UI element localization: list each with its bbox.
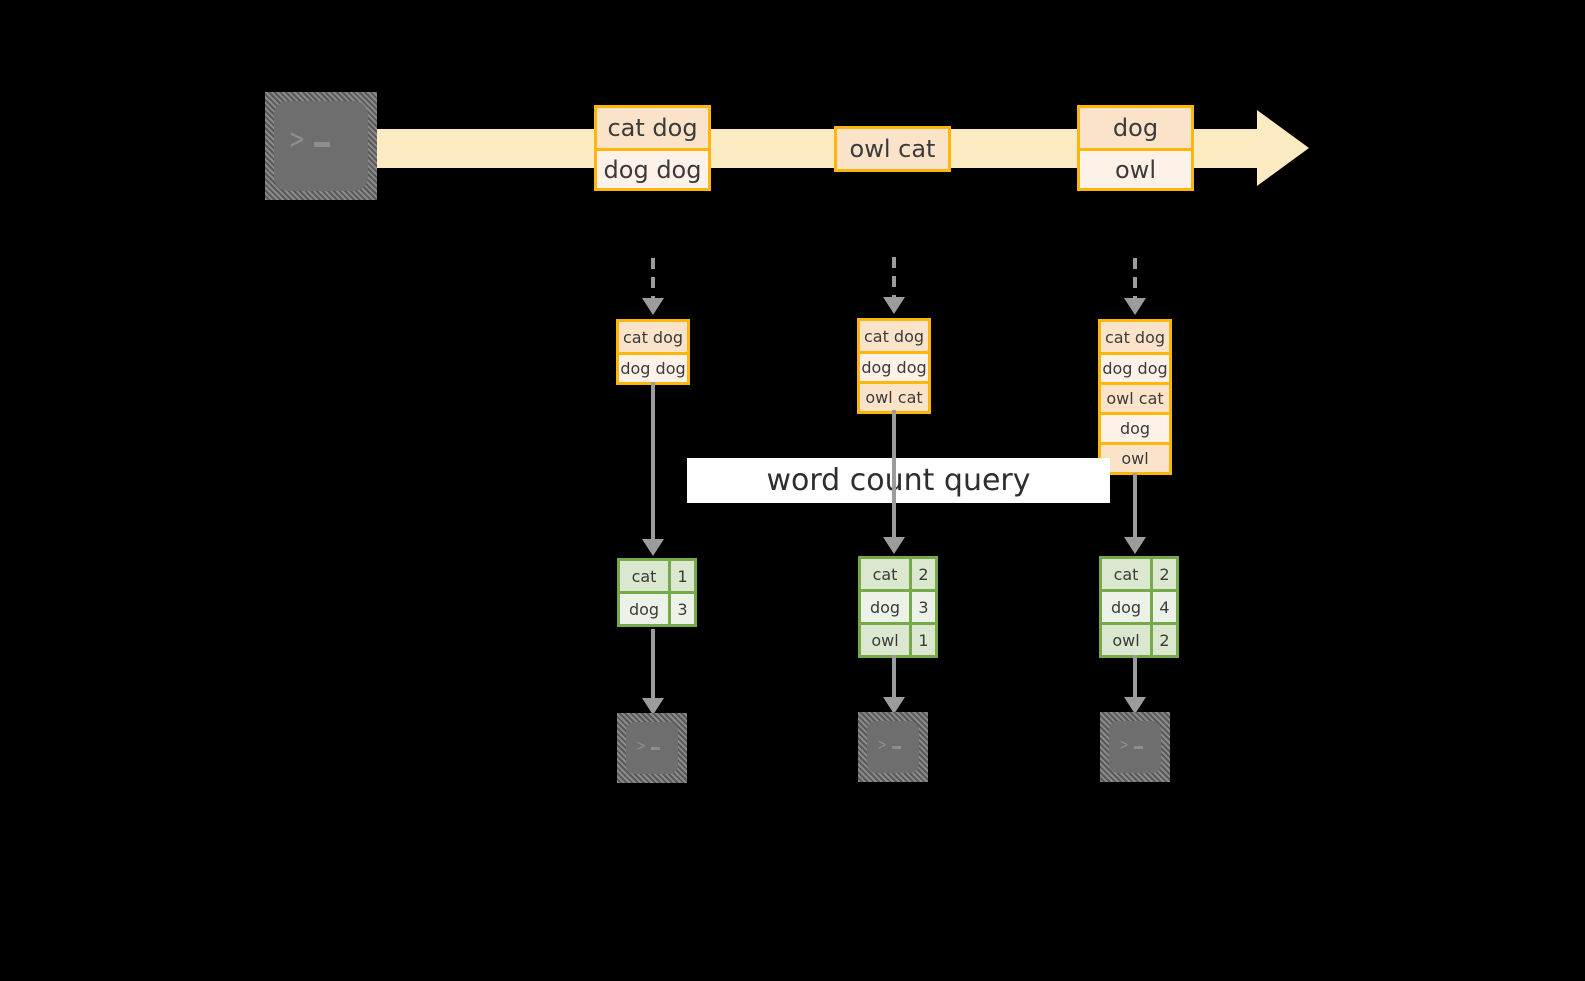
record-row: cat dog: [597, 108, 708, 148]
result-table-1: cat 1 dog 3: [617, 558, 697, 627]
result-count: 4: [1150, 592, 1176, 622]
table-row: owl 1: [861, 622, 935, 655]
terminal-prompt-glyph: >: [288, 125, 331, 155]
result-table-3: cat 2 dog 4 owl 2: [1099, 556, 1179, 658]
snapshot-stack-2: cat dog dog dog owl cat: [857, 318, 931, 414]
query-arrowhead-2: [883, 537, 905, 554]
table-row: dog 4: [1102, 589, 1176, 622]
record-row: dog dog: [619, 352, 687, 382]
record-row: owl cat: [837, 129, 948, 169]
query-label: word count query: [687, 458, 1110, 503]
snapshot-trigger-line-1: [651, 258, 655, 300]
result-count: 1: [909, 625, 935, 655]
terminal-prompt-glyph: >: [877, 737, 901, 754]
terminal-prompt-glyph: >: [636, 738, 660, 755]
stream-batch-3: dog owl: [1077, 105, 1194, 191]
result-word: owl: [1102, 625, 1150, 655]
source-terminal-icon: >: [265, 92, 377, 200]
terminal-body: >: [1109, 721, 1161, 773]
record-row: dog: [1080, 108, 1191, 148]
table-row: owl 2: [1102, 622, 1176, 655]
snapshot-trigger-arrowhead-3: [1124, 298, 1146, 315]
result-count: 3: [668, 594, 694, 624]
sink-arrowhead-3: [1124, 697, 1146, 714]
result-word: dog: [1102, 592, 1150, 622]
table-row: dog 3: [861, 589, 935, 622]
record-row: owl: [1080, 148, 1191, 188]
sink-arrowhead-2: [883, 697, 905, 714]
record-row: owl cat: [1101, 382, 1169, 412]
query-line-3: [1133, 473, 1137, 540]
record-row: owl cat: [860, 381, 928, 411]
sink-line-2: [892, 655, 896, 701]
terminal-body: >: [274, 101, 368, 191]
snapshot-trigger-arrowhead-1: [642, 298, 664, 315]
result-count: 2: [1150, 559, 1176, 589]
record-row: dog: [1101, 412, 1169, 442]
query-line-2: [892, 410, 896, 540]
result-count: 1: [668, 561, 694, 591]
result-word: dog: [620, 594, 668, 624]
table-row: cat 1: [620, 561, 694, 591]
sink-terminal-icon-1: >: [617, 713, 687, 783]
terminal-body: >: [867, 721, 919, 773]
terminal-body: >: [626, 722, 678, 774]
record-row: dog dog: [1101, 352, 1169, 382]
query-arrowhead-1: [642, 539, 664, 556]
result-word: cat: [1102, 559, 1150, 589]
snapshot-trigger-line-2: [892, 257, 896, 299]
sink-arrowhead-1: [642, 698, 664, 715]
stream-batch-2: owl cat: [834, 126, 951, 172]
record-row: cat dog: [1101, 322, 1169, 352]
snapshot-trigger-line-3: [1133, 258, 1137, 300]
stream-arrowhead-icon: [1257, 110, 1309, 186]
record-row: owl: [1101, 442, 1169, 472]
record-row: dog dog: [860, 351, 928, 381]
result-word: cat: [620, 561, 668, 591]
record-row: dog dog: [597, 148, 708, 188]
snapshot-stack-3: cat dog dog dog owl cat dog owl: [1098, 319, 1172, 475]
result-count: 2: [1150, 625, 1176, 655]
sink-terminal-icon-2: >: [858, 712, 928, 782]
record-row: cat dog: [619, 322, 687, 352]
sink-terminal-icon-3: >: [1100, 712, 1170, 782]
query-arrowhead-3: [1124, 537, 1146, 554]
record-row: cat dog: [860, 321, 928, 351]
result-word: cat: [861, 559, 909, 589]
snapshot-trigger-arrowhead-2: [883, 297, 905, 314]
query-line-1: [651, 382, 655, 542]
sink-line-1: [651, 629, 655, 701]
snapshot-stack-1: cat dog dog dog: [616, 319, 690, 385]
result-table-2: cat 2 dog 3 owl 1: [858, 556, 938, 658]
stream-batch-1: cat dog dog dog: [594, 105, 711, 191]
terminal-prompt-glyph: >: [1119, 737, 1143, 754]
result-count: 2: [909, 559, 935, 589]
table-row: cat 2: [861, 559, 935, 589]
result-word: owl: [861, 625, 909, 655]
sink-line-3: [1133, 655, 1137, 701]
table-row: cat 2: [1102, 559, 1176, 589]
result-count: 3: [909, 592, 935, 622]
result-word: dog: [861, 592, 909, 622]
query-label-text: word count query: [766, 463, 1031, 498]
table-row: dog 3: [620, 591, 694, 624]
